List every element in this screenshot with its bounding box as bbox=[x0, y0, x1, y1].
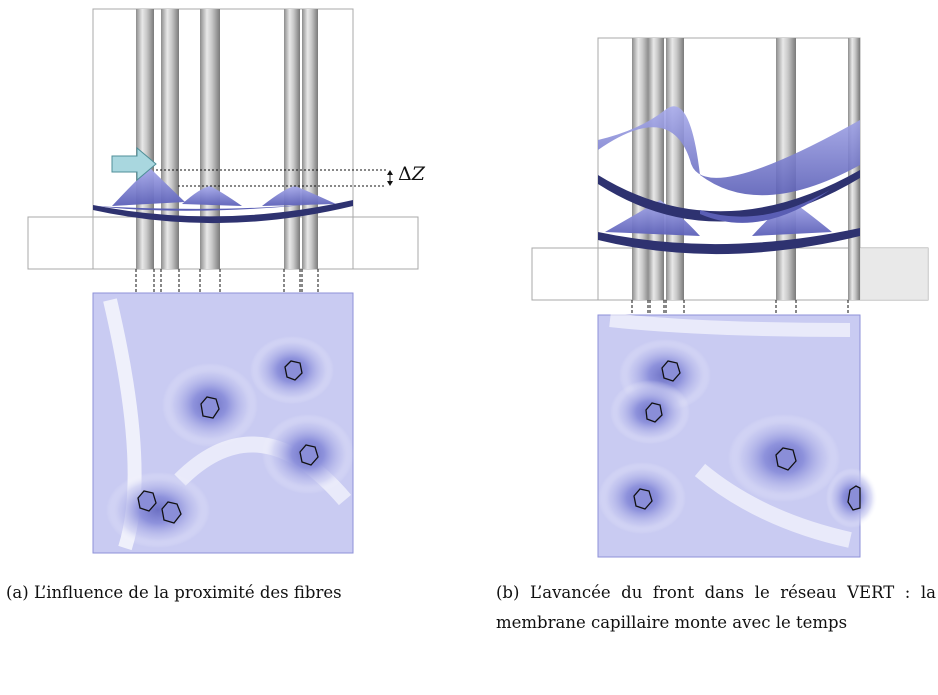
panel-b bbox=[531, 37, 929, 558]
fibers-a bbox=[136, 9, 318, 269]
panel-b-top-view bbox=[597, 313, 878, 558]
panel-a-top-view bbox=[92, 292, 354, 554]
caption-b: (b) L’avancée du front dans le réseau VE… bbox=[496, 583, 936, 632]
pointer-arrow-icon bbox=[111, 146, 157, 182]
panel-a-3d-view bbox=[27, 8, 419, 270]
delta-variable: Z bbox=[411, 163, 425, 185]
membrane-b bbox=[598, 106, 860, 255]
panel-a bbox=[27, 8, 419, 554]
caption-a: (a) L’influence de la proximité des fibr… bbox=[6, 583, 342, 602]
delta-z-label: ΔZ bbox=[398, 163, 425, 185]
panel-b-3d-view bbox=[531, 37, 929, 301]
membrane-a bbox=[93, 168, 353, 224]
delta-symbol: Δ bbox=[398, 163, 412, 185]
